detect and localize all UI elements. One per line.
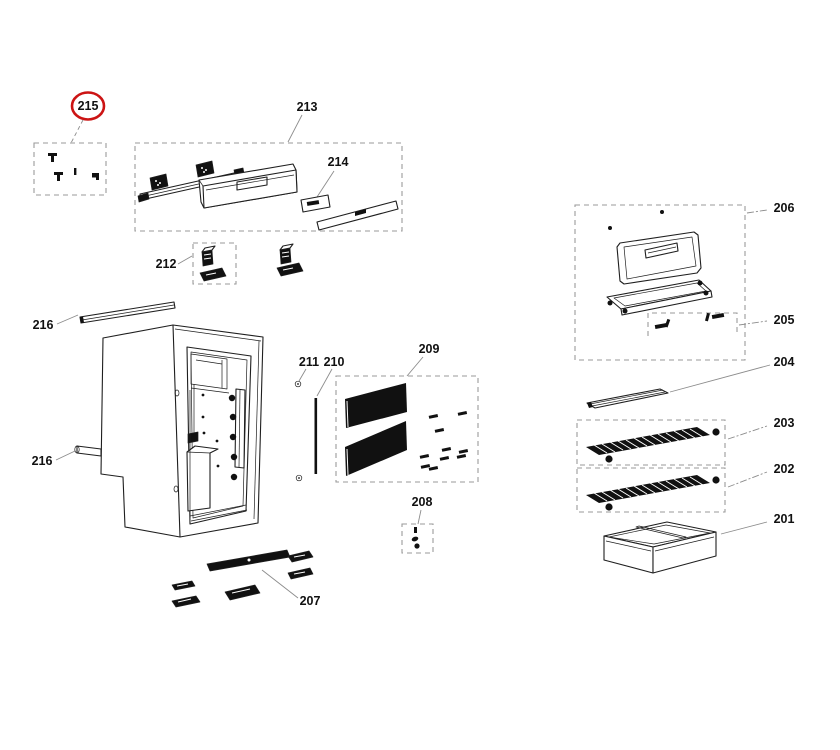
leader-206 [746,209,768,214]
shelf-pin-left [605,455,613,463]
group-part-211: 211 [294,355,319,482]
leader-205 [738,320,768,326]
group-part-209: 209 [335,342,479,483]
callout-205[interactable]: 205 [774,313,795,327]
leader-210 [316,368,333,397]
foot-pads [171,550,314,608]
shelf-pin-left [605,503,613,511]
insulation-panels [345,383,407,476]
leader-214 [316,170,335,198]
callout-207[interactable]: 207 [300,594,321,608]
leader-211 [298,368,307,382]
callout-212[interactable]: 212 [156,257,177,271]
shelf-pin-right [712,428,720,436]
callout-216-top[interactable]: 216 [33,318,54,332]
compressor-hump [186,445,219,512]
screw-dot-left [608,226,612,230]
group-part-215: 215 [33,91,107,196]
tube-bracket [187,431,199,444]
wire-shelf-202 [586,475,710,503]
callout-215[interactable]: 215 [78,99,99,113]
group-part-214: 214 [300,155,349,213]
wire-shelf-203 [586,427,710,455]
group-part-216-top: 216 [33,301,176,332]
callout-211[interactable]: 211 [299,355,319,369]
trim-plate-drawing [316,200,399,231]
heater-rod-drawing [314,398,318,474]
callout-203[interactable]: 203 [774,416,795,430]
callout-209[interactable]: 209 [419,342,440,356]
interior-rail [234,388,246,469]
callout-206[interactable]: 206 [774,201,795,215]
leader-213 [287,114,303,143]
leader-216-bottom [55,450,76,461]
trim-strip-drawing [79,301,176,324]
screw-top [294,380,302,388]
hinge-block-left [199,245,227,282]
leader-215 [70,119,84,144]
group-part-202: 202 [576,462,795,513]
crisper-bin-drawing [603,521,717,574]
group-part-204: 204 [586,355,795,409]
dashed-box-205 [647,312,738,336]
group-part-205: 205 [647,312,795,336]
drain-rod-drawing [74,445,102,457]
freezer-door-drawing [616,231,702,285]
screw-set-215 [48,153,99,181]
screw-dot-top [660,210,664,214]
callout-208[interactable]: 208 [412,495,433,509]
dashed-box-215 [33,142,107,196]
group-part-216-bottom: 216 [32,445,102,468]
base-rail-drawing [206,549,291,572]
callout-204[interactable]: 204 [774,355,795,369]
dashed-box-206 [574,204,746,361]
hinge-block-right [276,243,304,277]
callout-210[interactable]: 210 [324,355,345,369]
shelf-trim-drawing [586,388,669,409]
leader-208 [417,509,422,525]
dashed-box-212 [192,242,237,285]
screw-set-208 [411,527,420,549]
group-part-206: 206 205 [574,201,795,361]
leader-202 [727,471,768,488]
dashed-box-213 [134,142,403,232]
group-part-213: 213 214 [134,100,403,232]
group-part-210: 210 [314,355,345,474]
leader-212 [177,255,193,265]
dashed-box-208 [401,523,434,554]
callout-214[interactable]: 214 [328,155,349,169]
leader-216-top [56,314,79,325]
control-panel-box-drawing [198,163,298,209]
clip-fasteners [419,411,469,471]
screw-set-205 [654,312,725,330]
shelf-pin-right [712,476,720,484]
freezer-compartment [190,353,230,394]
highlight-circle-215 [70,91,106,121]
callout-202[interactable]: 202 [774,462,795,476]
freezer-tray-drawing [606,279,713,316]
group-part-203: 203 [576,416,795,466]
group-part-207: 207 [171,549,321,608]
callout-213[interactable]: 213 [297,100,318,114]
leader-207 [261,569,299,599]
group-part-212: 212 [156,242,304,285]
cabinet-body-drawing [100,324,264,538]
screw-bottom [295,474,303,482]
dashed-box-202 [576,467,726,513]
group-part-201: 201 [603,512,795,574]
callout-201[interactable]: 201 [774,512,795,526]
leader-203 [727,425,768,440]
back-wall-holes [201,393,238,481]
dashed-box-209 [335,375,479,483]
leader-209 [406,356,424,377]
dashed-box-203 [576,419,726,466]
callout-216-bottom[interactable]: 216 [32,454,53,468]
leader-204 [669,364,771,393]
group-part-208: 208 [401,495,434,554]
leader-201 [720,521,768,535]
